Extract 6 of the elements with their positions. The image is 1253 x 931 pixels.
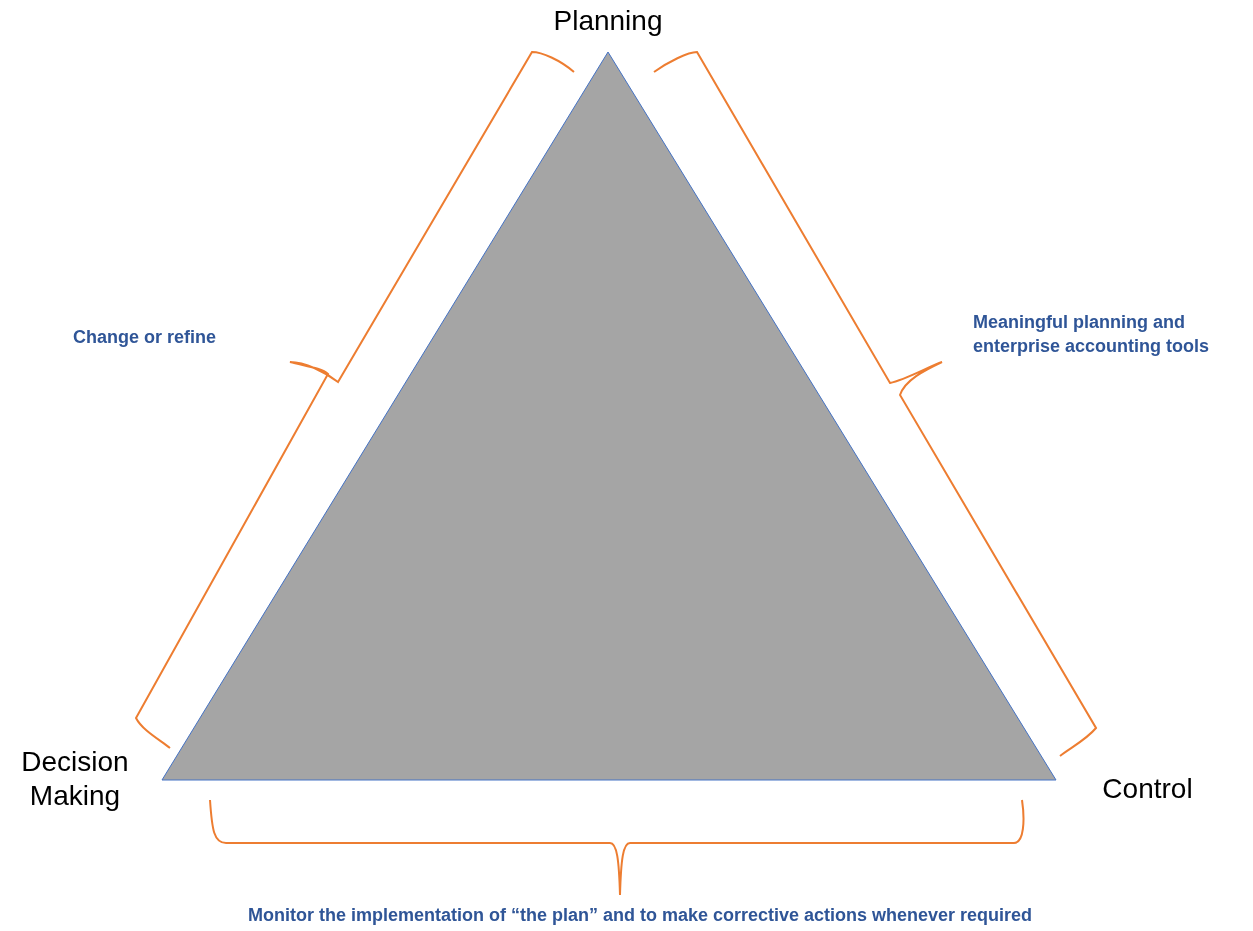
vertex-label: Control [1101,772,1194,806]
annotation-text: Monitor the implementation of “the plan” and to make corrective actions whenever required [246,904,1034,927]
vertex-label: Planning [552,4,664,38]
vertex-label: Decision Making [20,745,130,813]
annotation-text: Meaningful planning and enterprise accounting tools [973,311,1211,359]
annotation-text: Change or refine [73,326,218,349]
